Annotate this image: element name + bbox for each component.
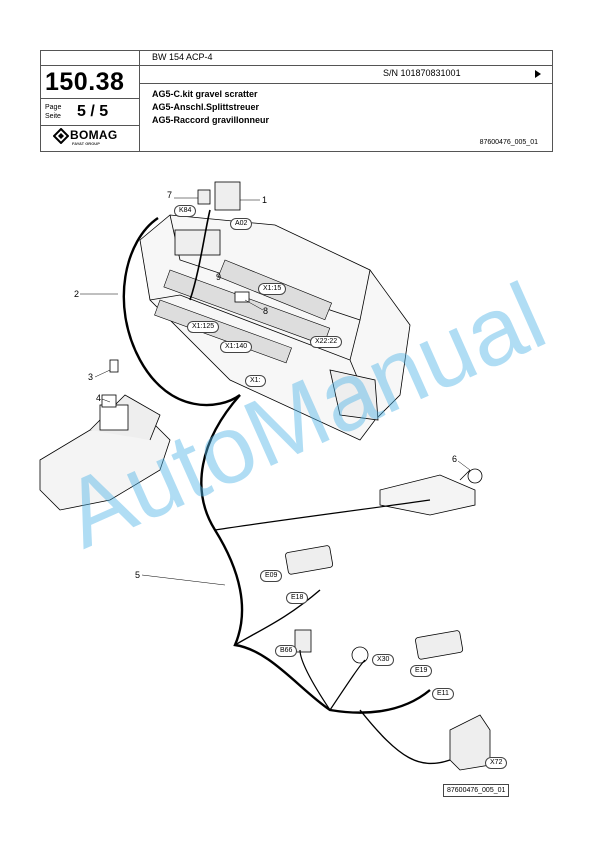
switch-4 (101, 394, 117, 408)
module-a02 (214, 181, 241, 211)
item-5-label: 5 (135, 570, 141, 580)
item-6-label: 6 (452, 454, 458, 464)
mounting-bracket (379, 474, 476, 516)
brand-sub: FAYAT GROUP (72, 141, 100, 146)
connector-x30 (351, 646, 369, 664)
page-code: 150.38 (45, 68, 125, 96)
header-left-column: 150.38 Page Seite 5 / 5 BOMAG FAYAT GROU… (41, 51, 140, 151)
item-9-label: 9 (216, 272, 222, 282)
item-1-label: 1 (262, 195, 268, 205)
bomag-diamond-icon (53, 128, 69, 144)
part-x72 (449, 714, 491, 771)
page-label: Page Seite (45, 103, 61, 121)
callout-x1-15: X1:15 (258, 283, 287, 295)
item-8-label: 8 (263, 306, 269, 316)
item-3-label: 3 (88, 372, 94, 382)
relay-k84 (197, 189, 211, 205)
brand-name: BOMAG (70, 128, 118, 142)
header-table: 150.38 Page Seite 5 / 5 BOMAG FAYAT GROU… (40, 50, 553, 152)
page-label-en: Page (45, 104, 62, 111)
sensor-b66 (294, 629, 312, 653)
callout-e18: E18 (286, 592, 309, 604)
callout-x72: X72 (485, 757, 508, 769)
diagram-drawing (39, 181, 491, 771)
diagram-doc-reference: 87600476_005_01 (443, 784, 510, 797)
connector-6 (467, 468, 483, 484)
callout-e11: E11 (432, 688, 454, 700)
serial-number: S/N 101870831001 (383, 68, 461, 78)
wire-harness (122, 209, 451, 765)
callout-x1-125: X1:125 (187, 321, 220, 333)
item-2-label: 2 (74, 289, 80, 299)
callout-x22-22: X22:22 (310, 336, 343, 348)
page-label-de: Seite (45, 113, 61, 120)
title-fr: AG5-Raccord gravillonneur (152, 115, 270, 125)
callout-e09: E09 (260, 570, 283, 582)
callout-x30: X30 (372, 654, 395, 666)
doc-reference: 87600476_005_01 (479, 139, 538, 146)
callout-k84: K84 (174, 205, 197, 217)
next-arrow-icon[interactable] (535, 70, 541, 78)
relay-block (174, 229, 221, 256)
callout-x1-140: X1:140 (220, 341, 253, 353)
callout-x1: X1: (245, 375, 266, 387)
callout-e19: E19 (410, 665, 433, 677)
item-7-label: 7 (167, 190, 173, 200)
harness-2 (122, 217, 241, 407)
item-4-label: 4 (96, 393, 102, 403)
title-en: AG5-C.kit gravel scratter (152, 89, 258, 99)
lamp-e09 (285, 545, 334, 575)
model-name: BW 154 ACP-4 (152, 52, 213, 62)
title-de: AG5-Anschl.Splittstreuer (152, 102, 260, 112)
title-block: AG5-C.kit gravel scratter AG5-Anschl.Spl… (152, 88, 269, 127)
callout-a02: A02 (230, 218, 253, 230)
callout-b66: B66 (275, 645, 298, 657)
exploded-parts-diagram: 1 2 3 4 5 6 7 8 9 K84 A02 X1:15 X1:125 X… (30, 170, 570, 810)
bomag-logo: BOMAG FAYAT GROUP (53, 128, 133, 150)
switch-3 (109, 359, 119, 373)
lamp-e19 (415, 630, 464, 660)
page-number: 5 / 5 (77, 103, 109, 120)
terminal-rail-lower (154, 269, 331, 364)
